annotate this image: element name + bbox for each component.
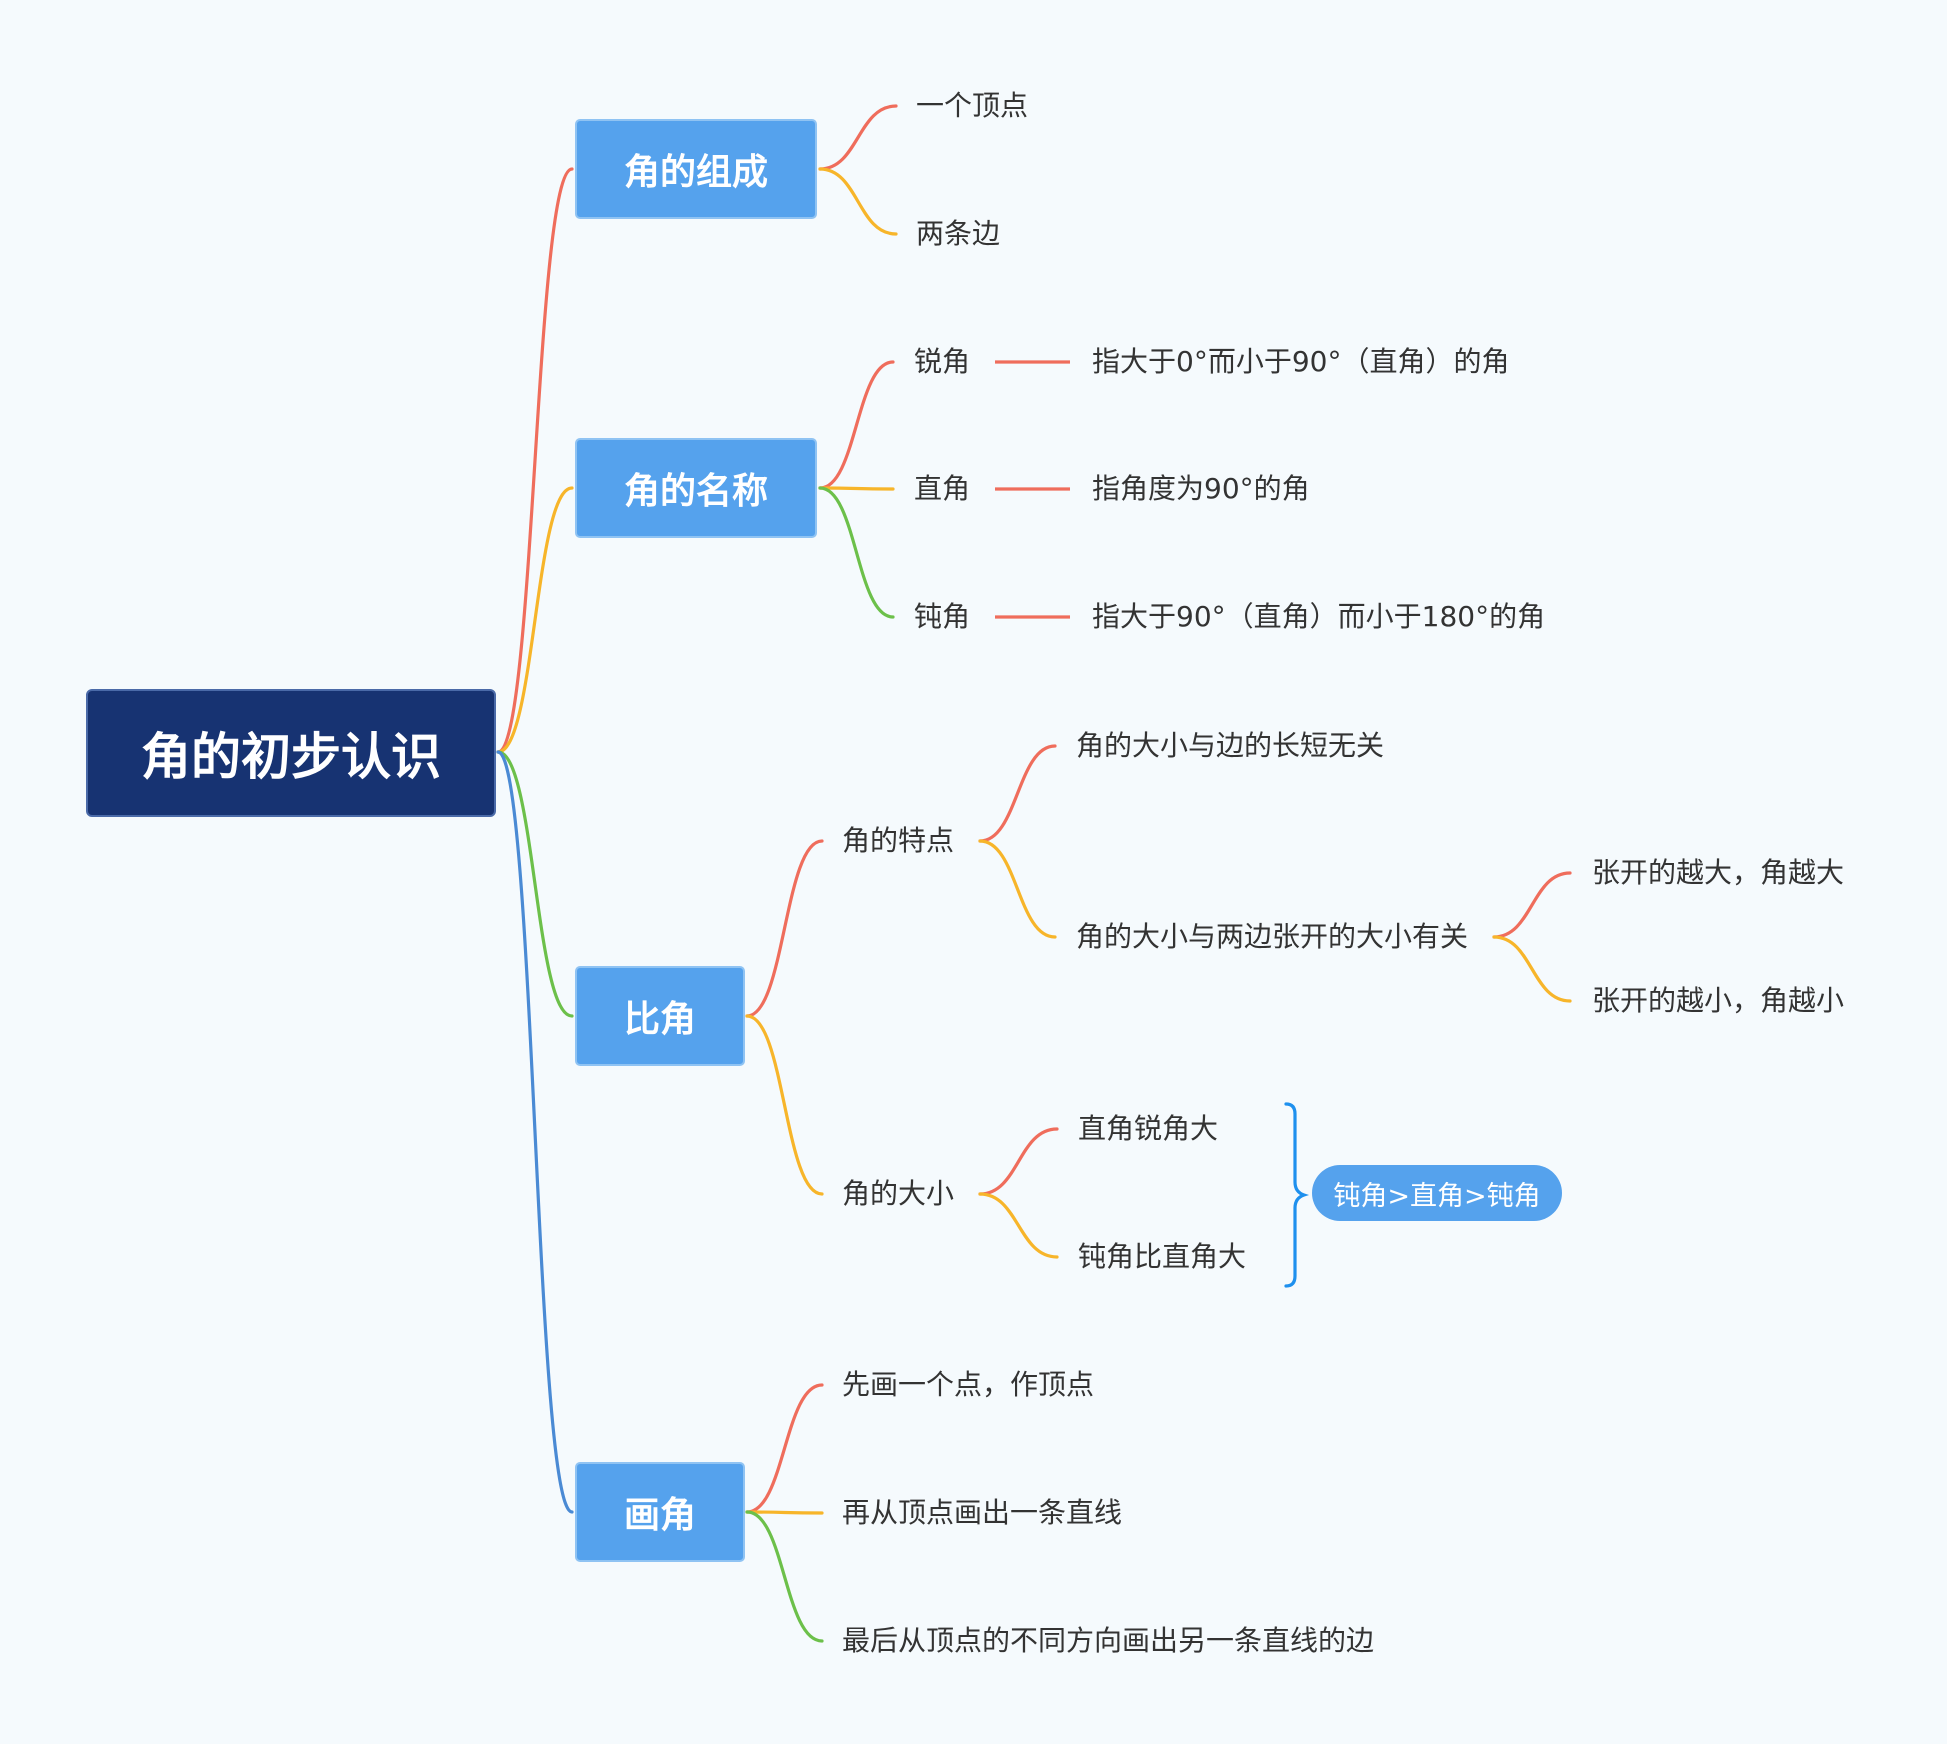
leaf-right-angle[interactable]: 直角 (914, 472, 971, 505)
link-features-length (978, 744, 1057, 843)
summary-brace (1284, 1102, 1310, 1288)
link-root-draw (496, 750, 574, 1514)
link-size-obtuse (978, 1192, 1059, 1259)
link-names-obtuse (818, 486, 895, 619)
link-compare-size (745, 1014, 824, 1196)
leaf-one-vertex[interactable]: 一个顶点 (916, 89, 1029, 122)
branch-draw[interactable]: 画角 (575, 1462, 745, 1562)
branch-names[interactable]: 角的名称 (575, 438, 817, 538)
link-opening-bigger (1492, 871, 1572, 939)
leaf-draw-step-3[interactable]: 最后从顶点的不同方向画出另一条直线的边 (842, 1624, 1375, 1657)
leaf-two-sides[interactable]: 两条边 (916, 217, 1001, 250)
leaf-angle-features[interactable]: 角的特点 (842, 824, 955, 857)
leaf-size-related-opening[interactable]: 角的大小与两边张开的大小有关 (1076, 920, 1469, 953)
leaf-obtuse-bigger-than-right[interactable]: 钝角比直角大 (1078, 1240, 1247, 1273)
note-obtuse-angle[interactable]: 指大于90°（直角）而小于180°的角 (1092, 600, 1546, 633)
link-root-composition (496, 167, 574, 754)
link-draw-step1 (745, 1383, 824, 1514)
note-acute-angle[interactable]: 指大于0°而小于90°（直角）的角 (1092, 345, 1510, 378)
leaf-draw-step-1[interactable]: 先画一个点，作顶点 (842, 1368, 1095, 1401)
link-opening-smaller (1492, 935, 1572, 1003)
link-root-names (496, 486, 574, 754)
branch-composition[interactable]: 角的组成 (575, 119, 817, 219)
leaf-draw-step-2[interactable]: 再从顶点画出一条直线 (842, 1496, 1123, 1529)
leaf-wider-bigger[interactable]: 张开的越大，角越大 (1592, 856, 1845, 889)
leaf-acute-angle[interactable]: 锐角 (914, 345, 971, 378)
link-features-opening (978, 839, 1057, 939)
link-compare-features (745, 839, 824, 1018)
leaf-right-bigger-than-acute[interactable]: 直角锐角大 (1078, 1112, 1219, 1145)
link-draw-step2 (745, 1510, 824, 1515)
link-root-compare (496, 750, 574, 1018)
leaf-narrower-smaller[interactable]: 张开的越小，角越小 (1592, 984, 1845, 1017)
leaf-angle-size[interactable]: 角的大小 (842, 1177, 955, 1210)
branch-compare[interactable]: 比角 (575, 966, 745, 1066)
leaf-size-unrelated-length[interactable]: 角的大小与边的长短无关 (1076, 729, 1385, 762)
root-node[interactable]: 角的初步认识 (86, 689, 496, 817)
link-size-right (978, 1127, 1059, 1196)
link-names-acute (818, 360, 895, 490)
link-composition-vertex (818, 104, 898, 171)
link-names-right (818, 486, 895, 491)
leaf-obtuse-angle[interactable]: 钝角 (914, 600, 971, 633)
note-right-angle[interactable]: 指角度为90°的角 (1092, 472, 1310, 505)
summary-pill[interactable]: 钝角>直角>钝角 (1312, 1165, 1562, 1221)
link-composition-sides (818, 167, 898, 236)
link-draw-step3 (745, 1510, 824, 1643)
